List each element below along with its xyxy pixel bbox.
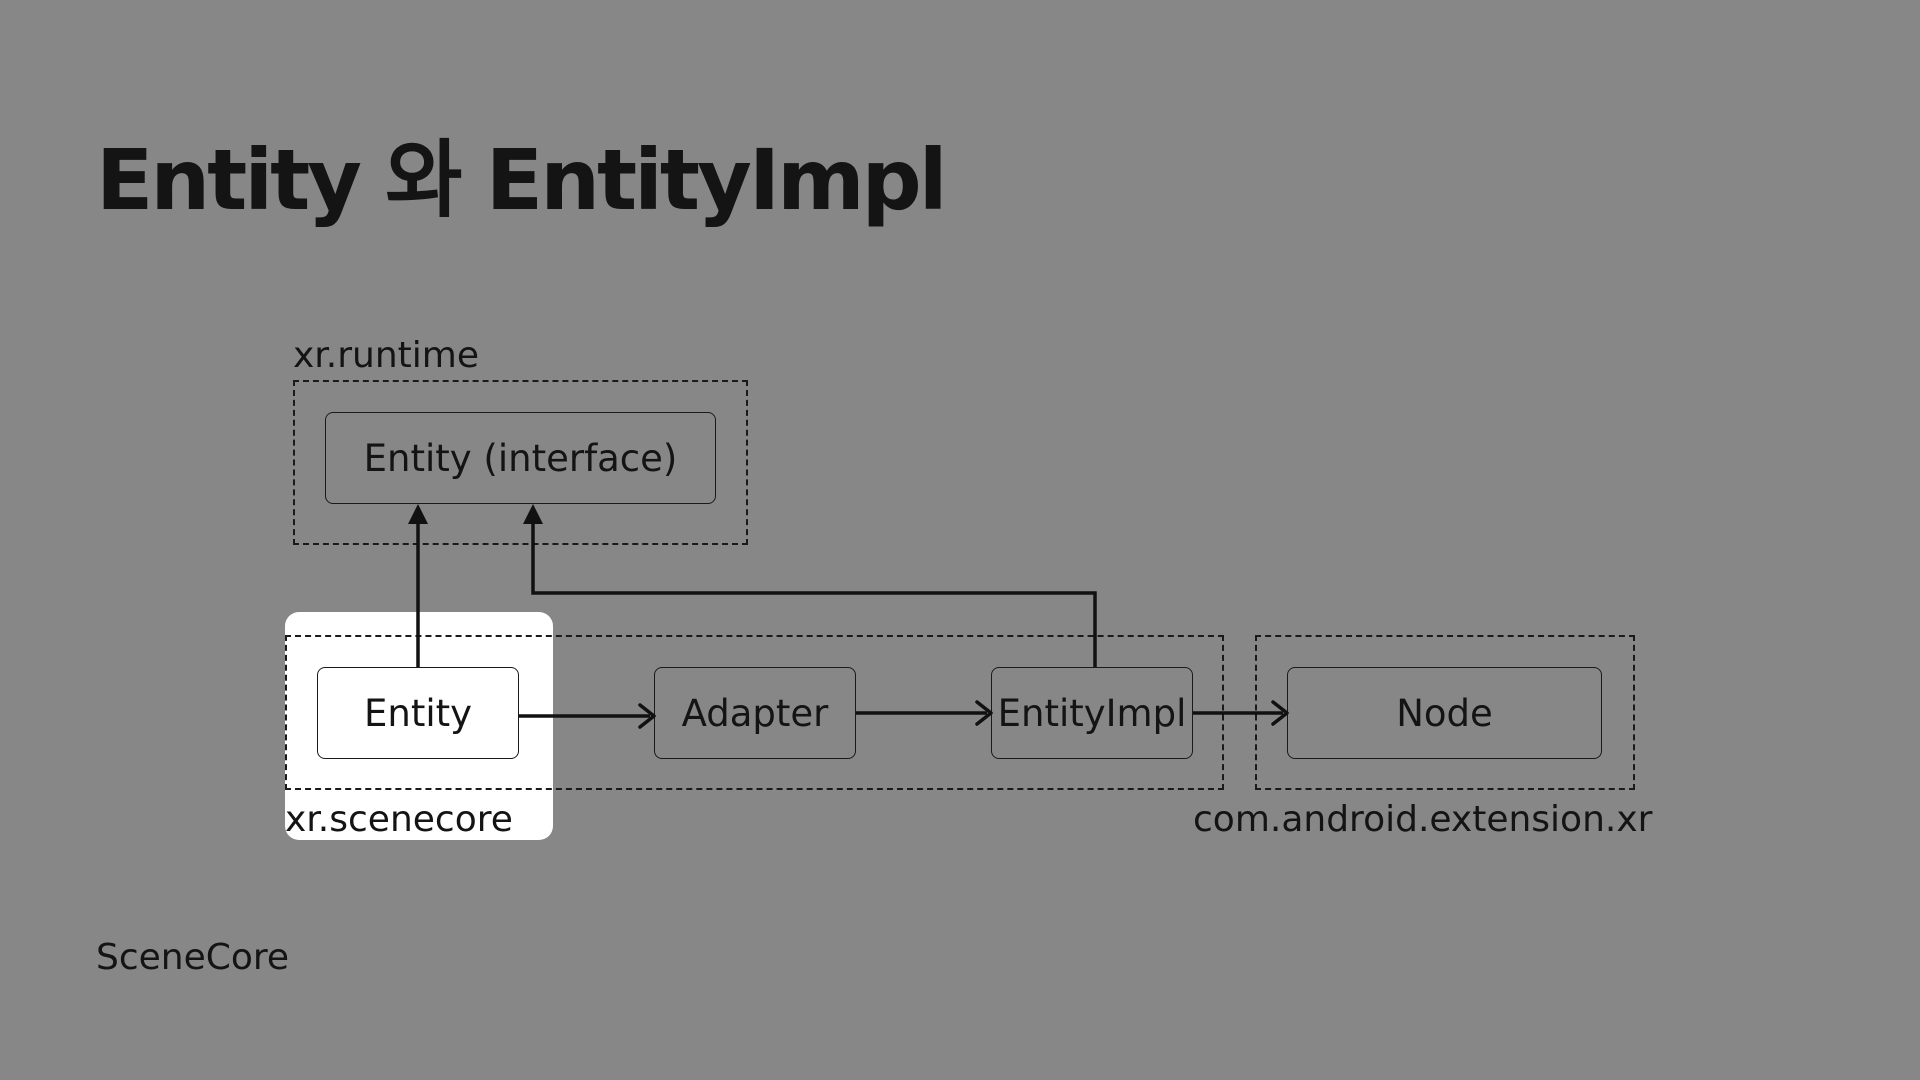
entity-interface-node: Entity (interface) xyxy=(325,412,716,504)
arrowhead-entity-to-adapter xyxy=(638,703,656,729)
package-label-scenecore: xr.scenecore xyxy=(285,799,513,840)
package-label-extension: com.android.extension.xr xyxy=(1193,799,1653,840)
arrowhead-adapter-to-entityimpl xyxy=(975,700,993,726)
package-label-runtime: xr.runtime xyxy=(293,335,480,376)
package-box-runtime xyxy=(293,380,748,545)
arrowhead-entityimpl-to-interface xyxy=(523,504,543,524)
footer-label: SceneCore xyxy=(96,937,290,978)
slide-title: Entity 와 EntityImpl xyxy=(96,131,948,229)
adapter-node: Adapter xyxy=(654,667,856,759)
edge-entityimpl-to-interface xyxy=(531,518,1097,667)
entity-node: Entity xyxy=(317,667,519,759)
arrowhead-entityimpl-to-node xyxy=(1271,700,1289,726)
node-node: Node xyxy=(1287,667,1602,759)
arrowhead-entity-to-interface xyxy=(408,504,428,524)
entity-impl-node: EntityImpl xyxy=(991,667,1193,759)
